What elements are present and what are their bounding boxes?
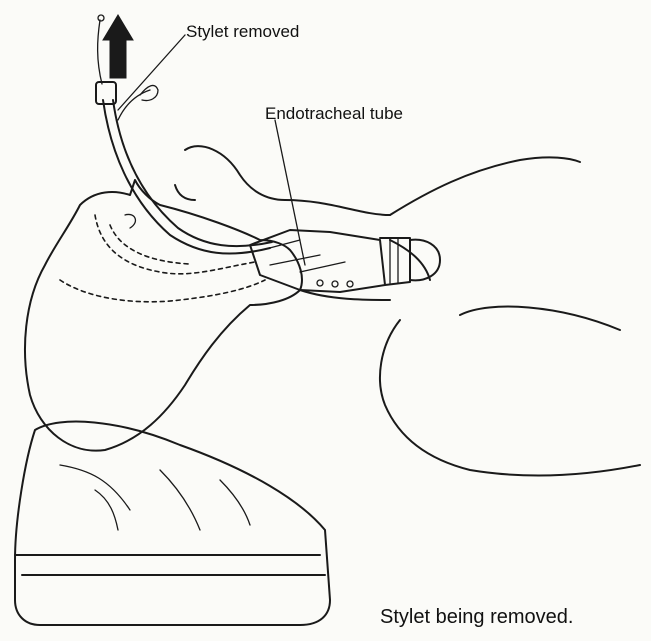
label-stylet-removed: Stylet removed: [186, 22, 299, 42]
patient-head: [25, 180, 302, 451]
label-endotracheal-tube: Endotracheal tube: [265, 104, 403, 124]
endotracheal-tube: [96, 82, 272, 254]
figure-caption: Stylet being removed.: [380, 606, 573, 629]
head-support-block: [15, 422, 330, 625]
up-arrow-icon: [103, 15, 133, 78]
stylet: [98, 15, 104, 84]
laryngoscope-holder: [250, 230, 440, 292]
